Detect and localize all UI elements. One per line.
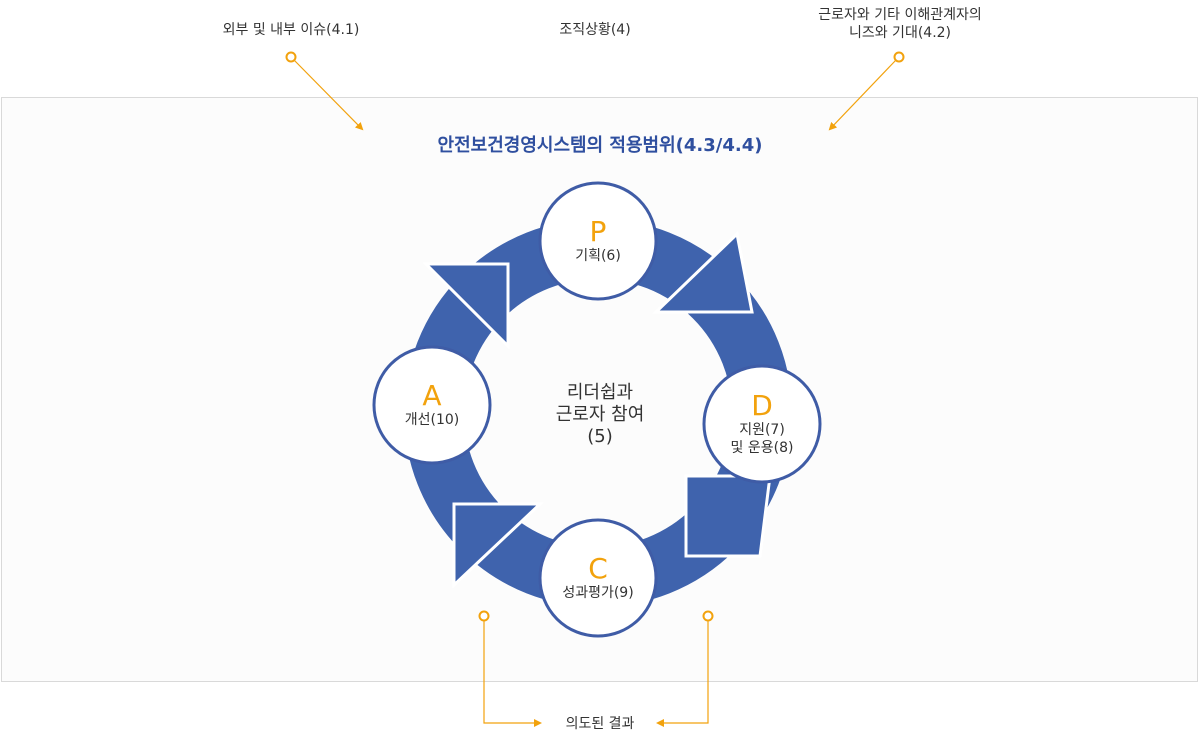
do-letter: D <box>751 389 773 422</box>
check-label: 성과평가(9) <box>562 585 634 601</box>
connector-line-left <box>293 59 364 131</box>
outcome-line-right <box>656 621 709 727</box>
act-node: A 개선(10) <box>374 347 490 463</box>
plan-letter: P <box>589 215 607 248</box>
ring-arrow-act-to-plan <box>422 262 510 350</box>
external-internal-issues-label: 외부 및 내부 이슈(4.1) <box>222 22 360 38</box>
stakeholder-needs-line1: 근로자와 기타 이해관계자의 <box>818 7 982 23</box>
act-letter: A <box>422 379 442 412</box>
ring-arrow-check-to-act <box>452 502 544 589</box>
connector-dot-right <box>893 51 905 63</box>
do-label-line2: 및 운용(8) <box>730 440 794 456</box>
outcome-dot-right <box>702 610 714 622</box>
plan-circle <box>538 181 658 301</box>
ring-arrow-do-to-check <box>684 474 772 558</box>
center-line2: 근로자 참여 <box>555 404 645 425</box>
do-circle <box>702 364 822 484</box>
center-leadership-text: 리더쉽과 근로자 참여 (5) <box>500 382 700 448</box>
stakeholder-needs-line2: 니즈와 기대(4.2) <box>848 25 952 41</box>
outcome-line-left <box>483 621 542 727</box>
ring-arrow-plan-to-do <box>652 231 754 314</box>
check-letter: C <box>588 552 608 585</box>
scope-title: 안전보건경영시스템의 적용범위(4.3/4.4) <box>437 135 763 156</box>
act-label: 개선(10) <box>404 412 460 428</box>
do-node: D 지원(7) 및 운용(8) <box>704 366 820 482</box>
outcome-dot-left <box>478 610 490 622</box>
check-node: C 성과평가(9) <box>540 520 656 636</box>
check-circle <box>538 518 658 638</box>
connector-dot-left <box>285 51 297 63</box>
act-circle <box>372 345 492 465</box>
intended-outcome-label: 의도된 결과 <box>565 716 635 732</box>
center-line1: 리더쉽과 <box>566 382 634 403</box>
center-line3: (5) <box>587 426 613 447</box>
plan-label: 기획(6) <box>575 248 621 264</box>
do-label-line1: 지원(7) <box>739 422 785 438</box>
stakeholder-needs-label: 근로자와 기타 이해관계자의 니즈와 기대(4.2) <box>780 6 1020 42</box>
organization-context-label: 조직상황(4) <box>559 22 631 38</box>
plan-node: P 기획(6) <box>540 183 656 299</box>
connector-line-right <box>828 59 897 131</box>
